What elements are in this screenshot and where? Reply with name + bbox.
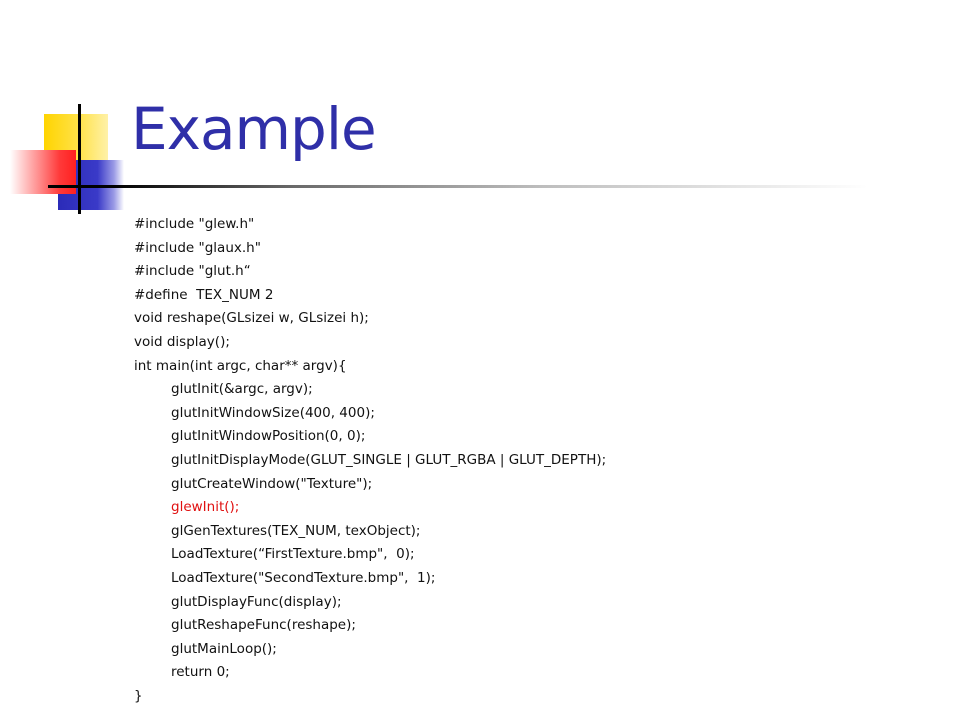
code-listing: #include "glew.h" #include "glaux.h" #incl…	[134, 213, 606, 708]
code-line-highlighted: glewInit();	[171, 499, 240, 516]
code-line: #include "glut.h“	[134, 263, 251, 280]
code-line: #include "glew.h"	[134, 216, 255, 232]
code-line: }	[134, 687, 143, 704]
code-line: void display();	[134, 333, 230, 350]
code-line: LoadTexture("SecondTexture.bmp", 1);	[171, 569, 436, 586]
code-line: glutDisplayFunc(display);	[171, 593, 342, 610]
code-line: glutInit(&argc, argv);	[171, 381, 313, 398]
code-line: #include "glaux.h"	[134, 239, 261, 256]
code-line: void reshape(GLsizei w, GLsizei h);	[134, 310, 369, 327]
code-line: glutInitDisplayMode(GLUT_SINGLE | GLUT_R…	[171, 451, 607, 468]
decorative-vertical-line	[78, 104, 81, 214]
code-line: glutInitWindowSize(400, 400);	[171, 404, 375, 421]
code-line: glutInitWindowPosition(0, 0);	[171, 428, 366, 445]
code-line: glutMainLoop();	[171, 640, 277, 657]
slide-title: Example	[131, 95, 377, 163]
code-line: #define TEX_NUM 2	[134, 286, 274, 303]
title-underline	[48, 185, 868, 188]
code-line: glutCreateWindow("Texture");	[171, 475, 373, 492]
code-line: int main(int argc, char** argv){	[134, 357, 347, 374]
code-line: glutReshapeFunc(reshape);	[171, 617, 356, 634]
code-line: LoadTexture(“FirstTexture.bmp", 0);	[171, 546, 415, 563]
code-line: glGenTextures(TEX_NUM, texObject);	[171, 522, 421, 539]
code-line: return 0;	[171, 664, 230, 681]
